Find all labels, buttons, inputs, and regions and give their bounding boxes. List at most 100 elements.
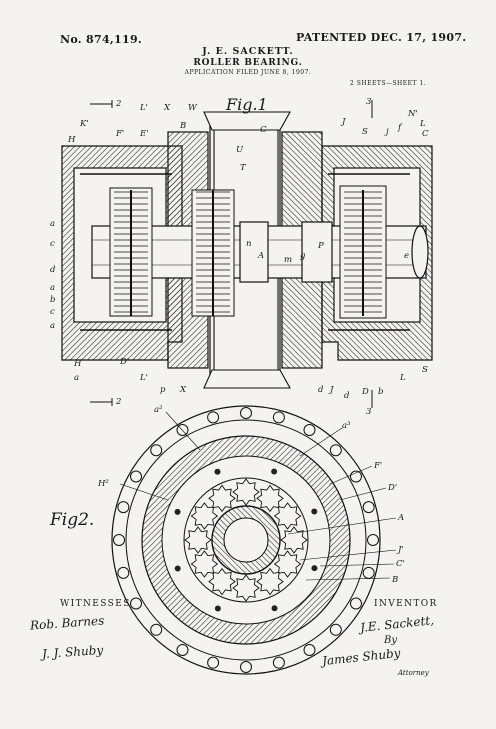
bolt-hole	[207, 656, 220, 669]
roller-gear	[184, 526, 212, 554]
fig1-label: m	[284, 255, 292, 265]
witnesses-label: WITNESSES	[60, 599, 131, 609]
fig2-label: J'	[396, 545, 404, 555]
fig2-label: H²	[97, 479, 109, 489]
fig1-section-marks	[90, 100, 373, 408]
inner-bolt	[311, 565, 318, 572]
fig1-label: H	[73, 359, 82, 369]
bolt-hole	[176, 643, 189, 656]
bolt-hole	[349, 597, 362, 610]
roller-gear	[190, 502, 219, 530]
bolt-hole	[272, 411, 285, 424]
roller-gear	[273, 550, 302, 578]
fig2-label: A	[397, 513, 404, 523]
fig1-label: N'	[407, 109, 418, 119]
fig1-label: L'	[139, 103, 148, 113]
fig1-label: K'	[79, 119, 89, 129]
roller-gear	[208, 484, 236, 513]
fig1-center-hub	[203, 111, 291, 389]
fig1-label: d	[50, 265, 56, 275]
patented-date: PATENTED DEC. 17, 1907.	[296, 31, 467, 44]
bolt-hole	[362, 566, 375, 579]
fig1-caption: Fig.1	[226, 95, 268, 114]
bolt-hole	[113, 534, 125, 546]
fig1-label: S	[362, 127, 368, 137]
inventor-label: INVENTOR	[374, 599, 438, 609]
fig1-label: j	[384, 127, 389, 137]
roller-gear	[273, 502, 302, 530]
fig2-leaders	[119, 411, 397, 581]
fig2-label: F'	[373, 461, 382, 471]
bolt-hole	[207, 411, 220, 424]
inner-bolt	[214, 468, 221, 475]
bolt-hole	[272, 656, 285, 669]
roller-gear	[256, 484, 284, 513]
inner-bolt	[174, 508, 181, 515]
fig1-tie-rods	[80, 173, 410, 331]
fig2-drawing	[111, 405, 381, 675]
fig1-label: a	[50, 219, 55, 229]
fig1-label: F'	[115, 129, 124, 139]
section-mark: 2	[115, 99, 121, 109]
fig1-label: b	[50, 295, 55, 305]
application-filed: APPLICATION FILED JUNE 8, 1907.	[184, 69, 312, 76]
section-mark: 2	[115, 397, 121, 407]
fig2-bolt-holes	[113, 407, 379, 673]
fig1-label: X	[179, 385, 187, 395]
fig1-label: P	[317, 241, 324, 251]
inner-bolt	[311, 508, 318, 515]
fig1-label: c	[50, 307, 55, 317]
fig1-label: S	[422, 365, 428, 375]
bolt-hole	[150, 444, 163, 457]
fig1-label: D	[361, 387, 369, 397]
bolt-hole	[130, 470, 143, 483]
fig2-label: C'	[396, 559, 405, 569]
sheet-count: 2 SHEETS—SHEET 1.	[350, 80, 427, 87]
fig1-label: B	[179, 121, 186, 131]
patent-number: No. 874,119.	[60, 33, 143, 46]
bolt-hole	[329, 444, 342, 457]
fig2-label: B	[391, 575, 398, 585]
fig1-label: D'	[119, 357, 129, 367]
bolt-hole	[117, 501, 130, 514]
roller-gear	[208, 567, 236, 596]
patent-title: ROLLER BEARING.	[193, 58, 303, 68]
bolt-hole	[117, 566, 130, 579]
fig1-label: c	[50, 239, 55, 249]
fig1-label: d	[344, 391, 350, 401]
roller-gear	[232, 478, 260, 506]
bolt-hole	[150, 623, 163, 636]
fig1-label: E'	[139, 129, 149, 139]
fig2-letter-labels: a² a³ H² F' D' A J' C' B	[97, 405, 405, 585]
inventor-name: J. E. SACKETT.	[202, 46, 294, 57]
fig2-inner-dots	[174, 468, 318, 612]
fig1-label: e	[404, 251, 409, 261]
fig1-label: L'	[139, 373, 148, 383]
roller-gear	[280, 526, 308, 554]
fig2-label: D'	[387, 483, 397, 493]
bolt-hole	[303, 643, 316, 656]
bolt-hole	[130, 597, 143, 610]
fig1-label: U	[236, 145, 244, 155]
fig1-label: L	[419, 119, 426, 129]
section-mark: 3	[366, 97, 371, 107]
section-mark: 3	[366, 407, 371, 417]
fig1-label: a	[74, 373, 79, 383]
fig1-label: X	[163, 103, 171, 113]
fig1-label: H	[67, 135, 76, 145]
fig1-label: a	[50, 283, 55, 293]
fig2-label: a³	[342, 421, 351, 431]
fig1-letter-labels: K' H F' L' E' X W B C J S j f N' L C a c…	[50, 97, 429, 417]
fig1-label: a	[50, 321, 55, 331]
fig1-label: C	[422, 129, 429, 139]
fig1-label: f	[397, 123, 403, 133]
fig1-label: J	[328, 385, 334, 395]
bolt-hole	[240, 407, 252, 419]
roller-gear	[190, 550, 219, 578]
fig1-label: J	[340, 117, 346, 127]
by-text: By	[384, 635, 397, 646]
fig1-label: g	[300, 251, 306, 261]
fig1-label: p	[160, 385, 166, 395]
inner-bolt	[174, 565, 181, 572]
